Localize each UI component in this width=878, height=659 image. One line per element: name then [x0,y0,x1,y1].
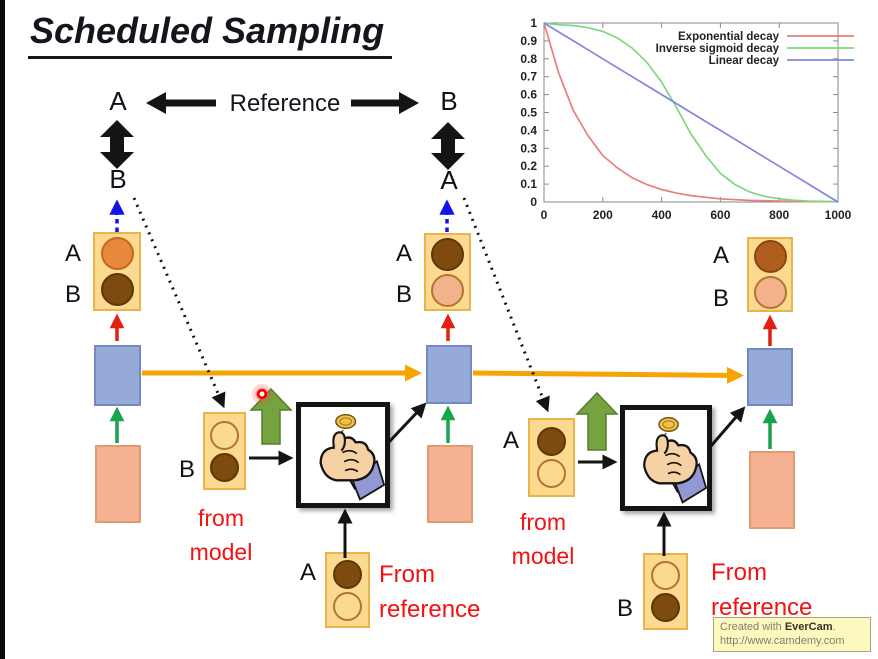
model-sample-token-1 [203,412,246,490]
output-b-label-t1: B [64,281,81,308]
svg-text:0.1: 0.1 [520,177,537,191]
svg-text:Linear decay: Linear decay [709,55,780,67]
page-title: Scheduled Sampling [28,10,393,59]
output-b-label-t2: B [395,281,412,308]
token-b-circle [210,452,239,482]
swap-arrow-t2 [431,122,465,170]
watermark-suffix: . [832,621,836,633]
ref-label-t1-top: A [109,86,127,116]
reference-token-1-label: A [299,559,316,586]
model-sample-token-2 [528,418,575,497]
caption-line: reference [379,596,481,623]
svg-text:0: 0 [541,208,548,222]
coin-flip-box-1 [296,402,390,508]
ref-label-t1-bottom: B [109,164,127,194]
reference-token-2-label: B [616,595,633,622]
ref-label-t2-bottom: A [440,165,458,195]
watermark-brand: EverCam [784,621,833,633]
from-model-caption-1: from model [184,501,258,569]
model-sample-2-label: A [502,427,519,454]
dotted-sample-arrow-1 [132,197,226,409]
rnn-cell-t1 [94,345,141,406]
svg-text:0.2: 0.2 [520,159,537,173]
reference-token-1 [325,552,370,628]
swap-arrow-t1 [100,120,134,169]
model-sample-1-label: B [178,456,195,483]
caption-line: From [711,559,767,586]
output-distribution-t2 [424,233,471,311]
input-vector-t3 [749,451,795,529]
rnn-cell-t3 [747,348,793,406]
token-b-circle [651,593,680,622]
token-a-circle [210,420,239,450]
caption-line: From [379,561,435,588]
decay-schedule-chart: 0 0.1 0.2 0.3 0.4 0.5 0.6 0.7 0.8 0.9 1 0 200 400 600 8… [498,12,876,224]
from-reference-caption-1: From reference [379,557,509,627]
reference-right-arrow [351,92,419,114]
svg-text:1000: 1000 [825,208,852,222]
caption-line: model [189,539,253,565]
caption-line: from [198,505,244,531]
svg-text:400: 400 [652,208,672,222]
token-a-circle [431,237,464,271]
watermark-prefix: Created with [720,621,785,633]
from-model-caption-2: from model [506,505,580,573]
laser-pointer-dot [252,384,272,404]
coin-flip-hand-icon [301,407,385,503]
reference-label: Reference [229,90,341,117]
output-a-label-t1: A [64,240,81,267]
coin-flip-box-2 [620,405,712,511]
token-a-circle [333,559,362,589]
svg-text:800: 800 [769,208,789,222]
token-b-circle [537,459,566,488]
token-a-circle [100,237,134,270]
token-b-circle [431,273,464,307]
svg-text:0.7: 0.7 [520,70,537,84]
video-edge-bar [0,0,5,659]
recurrent-arrow-2 [472,366,744,384]
coin-to-rnn-arrow-2 [709,406,746,447]
svg-text:0.4: 0.4 [520,123,537,137]
output-a-label-t3: A [712,242,729,269]
output-distribution-t1 [93,232,141,311]
caption-line: model [511,543,575,569]
output-distribution-t3 [747,237,793,312]
token-a-circle [537,427,566,456]
watermark: Created with EverCam. http://www.camdemy… [713,617,871,652]
token-b-circle [333,591,362,621]
caption-line: from [520,509,566,535]
caption-line: reference [711,594,813,621]
coin-to-rnn-arrow-1 [387,402,427,444]
token-a-circle [753,240,787,273]
svg-text:600: 600 [710,208,730,222]
ref-label-t2-top: B [440,86,458,116]
svg-text:200: 200 [593,208,613,222]
svg-text:0.8: 0.8 [520,52,537,66]
svg-text:0.3: 0.3 [520,141,537,155]
reference-left-arrow [146,92,216,114]
output-a-label-t2: A [395,240,412,267]
green-block-arrow-1 [249,387,293,445]
svg-text:0.6: 0.6 [520,88,537,102]
svg-text:Inverse sigmoid decay: Inverse sigmoid decay [656,43,780,55]
input-vector-t2 [427,445,473,523]
token-b-circle [753,276,787,309]
svg-text:0.5: 0.5 [520,106,537,120]
svg-text:1: 1 [530,16,537,30]
output-b-label-t3: B [712,285,729,312]
reference-token-2 [643,553,688,630]
dotted-sample-arrow-2 [462,197,550,413]
from-reference-caption-2: From reference [711,555,841,625]
token-a-circle [651,561,680,590]
watermark-line1: Created with EverCam. [720,620,864,634]
token-b-circle [100,273,134,306]
watermark-url: http://www.camdemy.com [720,635,845,647]
svg-text:Exponential decay: Exponential decay [678,31,780,43]
input-vector-t1 [95,445,141,523]
svg-text:0: 0 [530,195,537,209]
svg-text:0.9: 0.9 [520,34,537,48]
green-block-arrow-2 [575,391,619,451]
rnn-cell-t2 [426,345,472,404]
coin-flip-hand-icon [625,410,707,506]
